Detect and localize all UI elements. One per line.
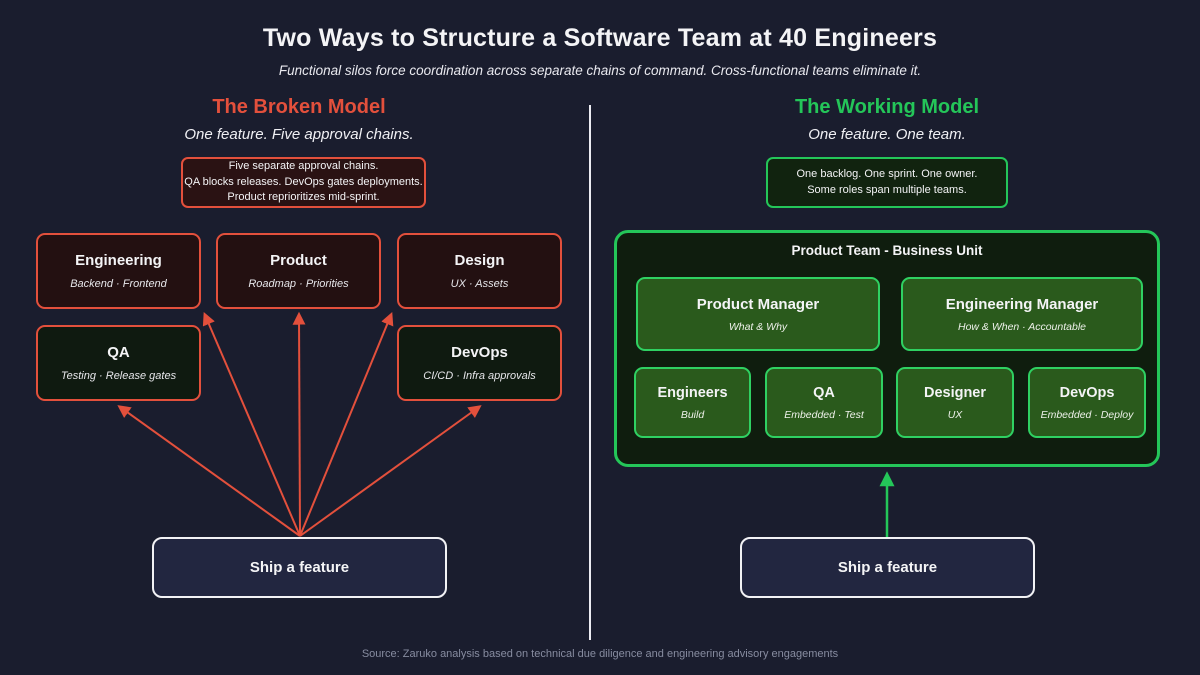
dept-subtitle: Roadmap · Priorities xyxy=(248,278,349,290)
ship-feature-label: Ship a feature xyxy=(249,559,350,576)
dept-box-engineering: Engineering Backend · Frontend xyxy=(36,233,201,309)
role-title: DevOps xyxy=(1059,384,1115,401)
role-box-qa: QA Embedded · Test xyxy=(765,367,883,438)
broken-model-heading: The Broken Model xyxy=(212,96,386,118)
role-title: Engineers xyxy=(657,384,728,401)
role-subtitle: Embedded · Deploy xyxy=(1040,408,1134,421)
role-subtitle: How & When · Accountable xyxy=(957,320,1086,333)
working-model-heading: The Working Model xyxy=(794,96,980,118)
role-box-product-manager: Product Manager What & Why xyxy=(636,277,880,351)
working-callout-line: Some roles span multiple teams. xyxy=(807,183,967,196)
role-subtitle: Build xyxy=(680,408,705,421)
dept-title: Engineering xyxy=(75,252,162,269)
column-divider xyxy=(589,105,591,640)
source-attribution: Source: Zaruko analysis based on technic… xyxy=(361,648,839,660)
working-model-tagline: One feature. One team. xyxy=(808,126,966,143)
dept-box-design: Design UX · Assets xyxy=(397,233,562,309)
page-subtitle: Functional silos force coordination acro… xyxy=(278,63,922,78)
role-subtitle: What & Why xyxy=(728,320,788,333)
dept-subtitle: UX · Assets xyxy=(450,278,509,290)
dept-box-devops: DevOps CI/CD · Infra approvals xyxy=(397,325,562,401)
dept-subtitle: CI/CD · Infra approvals xyxy=(423,370,536,382)
working-callout: One backlog. One sprint. One owner. Some… xyxy=(766,157,1008,208)
product-team-title: Product Team - Business Unit xyxy=(791,243,983,258)
broken-callout-line: Product reprioritizes mid-sprint. xyxy=(227,191,380,204)
dept-title: DevOps xyxy=(451,344,508,361)
role-title: Engineering Manager xyxy=(945,295,1099,313)
broken-callout-line: Five separate approval chains. xyxy=(228,159,379,172)
broken-callout-line: QA blocks releases. DevOps gates deploym… xyxy=(184,175,423,188)
page-title: Two Ways to Structure a Software Team at… xyxy=(262,24,938,52)
role-box-devops: DevOps Embedded · Deploy xyxy=(1028,367,1146,438)
role-title: Designer xyxy=(923,384,987,401)
role-box-engineers: Engineers Build xyxy=(634,367,751,438)
ship-feature-label: Ship a feature xyxy=(837,559,938,576)
dept-title: QA xyxy=(107,344,130,361)
broken-callout: Five separate approval chains. QA blocks… xyxy=(181,157,426,208)
role-subtitle: UX xyxy=(947,408,963,421)
role-subtitle: Embedded · Test xyxy=(784,408,864,421)
dept-title: Product xyxy=(270,252,327,269)
role-box-engineering-manager: Engineering Manager How & When · Account… xyxy=(901,277,1143,351)
role-title: Product Manager xyxy=(696,295,820,313)
broken-ship-feature-box: Ship a feature xyxy=(152,537,447,598)
dept-box-qa: QA Testing · Release gates xyxy=(36,325,201,401)
broken-model-tagline: One feature. Five approval chains. xyxy=(184,126,414,143)
dept-subtitle: Testing · Release gates xyxy=(60,370,177,382)
role-title: QA xyxy=(813,384,835,401)
dept-subtitle: Backend · Frontend xyxy=(70,278,167,290)
dept-title: Design xyxy=(454,252,505,269)
role-box-designer: Designer UX xyxy=(896,367,1014,438)
working-ship-feature-box: Ship a feature xyxy=(740,537,1035,598)
dept-box-product: Product Roadmap · Priorities xyxy=(216,233,381,309)
working-callout-line: One backlog. One sprint. One owner. xyxy=(796,167,978,180)
